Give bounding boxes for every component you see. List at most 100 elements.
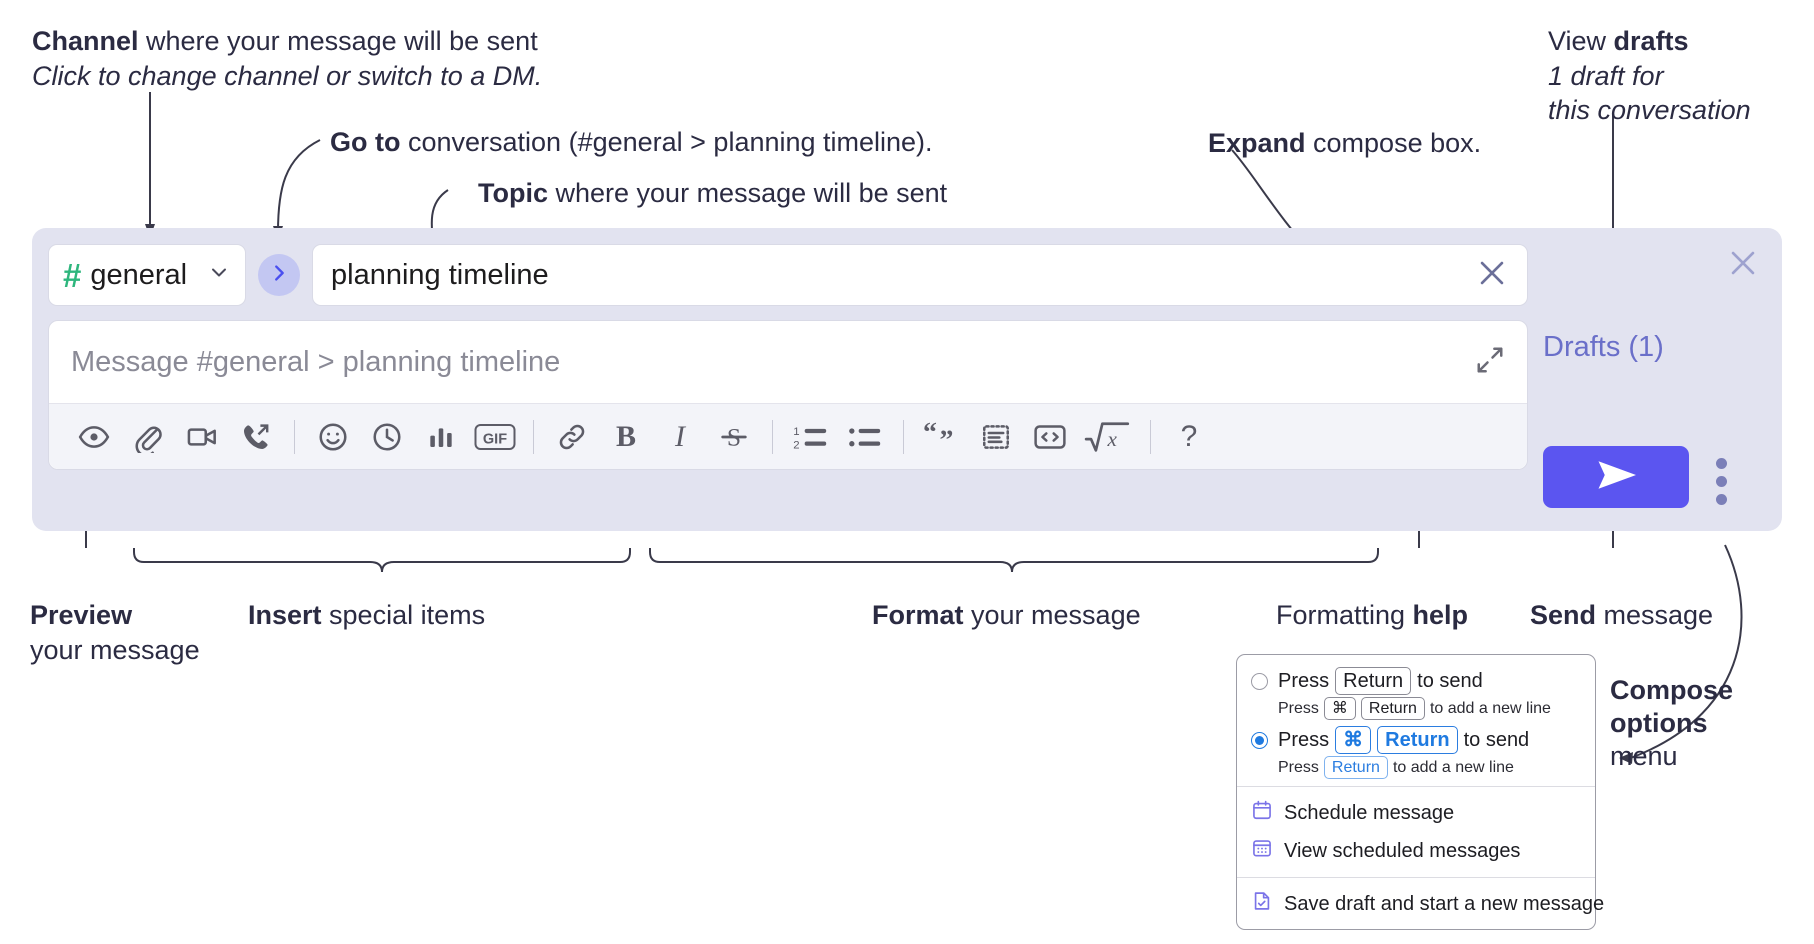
preview-button[interactable] — [67, 410, 121, 464]
expand-compose-button[interactable] — [1475, 345, 1505, 380]
message-input[interactable]: Message #general > planning timeline — [49, 321, 1527, 403]
annotation-compose-options: Compose options menu — [1610, 674, 1733, 773]
annotation-preview-bold: Preview — [30, 600, 133, 630]
strikethrough-button[interactable]: S — [707, 410, 761, 464]
annotation-formatting-help-rest: Formatting — [1276, 600, 1413, 630]
menu-item-view-scheduled-messages-label: View scheduled messages — [1284, 839, 1521, 862]
opt1-suffix: to send — [1417, 669, 1483, 692]
annotation-format-bold: Format — [872, 600, 964, 630]
separator-2 — [533, 419, 534, 454]
blockquote-button[interactable]: “” — [915, 410, 969, 464]
annotation-format: Format your message — [872, 598, 1141, 633]
annotation-expand: Expand compose box. — [1208, 126, 1481, 161]
compose-panel: # general planning timeline Messag — [32, 228, 1782, 531]
opt2-prefix: Press — [1278, 728, 1330, 751]
reminder-button[interactable] — [360, 410, 414, 464]
opt2-sub-prefix: Press — [1278, 758, 1319, 776]
record-audio-button[interactable] — [229, 410, 283, 464]
opt1-sub-suffix: to add a new line — [1429, 699, 1551, 717]
poll-button[interactable] — [414, 410, 468, 464]
annotation-topic-bold: Topic — [478, 178, 548, 208]
annotation-compose-options-bold2: options — [1610, 707, 1708, 738]
annotation-expand-rest: compose box. — [1305, 128, 1482, 158]
question-mark-icon: ? — [1180, 419, 1198, 453]
drafts-link[interactable]: Drafts (1) — [1543, 331, 1664, 363]
attach-file-button[interactable] — [121, 410, 175, 464]
separator-5 — [1150, 419, 1151, 454]
italic-button[interactable]: I — [653, 410, 707, 464]
separator-1 — [294, 419, 295, 454]
overflow-dot-1 — [1716, 458, 1727, 469]
chevron-right-icon — [268, 260, 290, 291]
record-video-button[interactable] — [175, 410, 229, 464]
annotation-preview-line2: your message — [30, 634, 200, 665]
annotation-drafts-bold: drafts — [1613, 26, 1689, 56]
link-button[interactable] — [545, 410, 599, 464]
annotation-expand-bold: Expand — [1208, 128, 1306, 158]
italic-icon: I — [675, 419, 685, 453]
send-option-return-sub: Press ⌘ Return to add a new line — [1237, 697, 1595, 721]
annotation-send: Send message — [1530, 598, 1713, 633]
annotation-topic-rest: where your message will be sent — [548, 178, 948, 208]
channel-selector[interactable]: # general — [48, 244, 246, 306]
menu-item-view-scheduled-messages[interactable]: View scheduled messages — [1237, 832, 1595, 870]
formatting-toolbar: GIF B I S — [49, 403, 1527, 469]
code-inline-button[interactable] — [1023, 410, 1077, 464]
send-paper-plane-icon — [1591, 455, 1641, 500]
send-option-cmd-return[interactable]: Press ⌘ Return to send — [1237, 723, 1595, 757]
menu-item-schedule-message[interactable]: Schedule message — [1237, 794, 1595, 832]
annotation-preview: Preview your message — [30, 598, 200, 667]
gif-button[interactable]: GIF — [468, 410, 522, 464]
goto-conversation-button[interactable] — [258, 254, 300, 296]
send-option-return-label: Press Return to send — [1278, 667, 1483, 695]
annotation-topic: Topic where your message will be sent — [478, 176, 947, 211]
menu-item-save-draft-label: Save draft and start a new message — [1284, 892, 1605, 915]
annotation-channel-bold: Channel — [32, 26, 139, 56]
radio-return[interactable] — [1251, 672, 1268, 690]
separator-3 — [772, 419, 773, 454]
hash-icon: # — [63, 256, 82, 294]
formatting-help-button[interactable]: ? — [1162, 410, 1216, 464]
opt1-sub-key-cmd: ⌘ — [1323, 697, 1356, 721]
bold-icon: B — [615, 419, 636, 453]
overflow-dot-2 — [1716, 476, 1727, 487]
panel-close-button[interactable] — [1726, 246, 1760, 285]
radio-cmd-return[interactable] — [1251, 731, 1268, 749]
annotation-send-bold: Send — [1530, 600, 1597, 630]
send-option-cmd-return-label: Press ⌘ Return to send — [1278, 726, 1529, 755]
annotation-insert-rest: special items — [321, 600, 486, 630]
opt2-sub-key-return: Return — [1323, 756, 1388, 780]
menu-divider-2 — [1237, 877, 1595, 879]
svg-text:“: “ — [923, 421, 937, 448]
separator-4 — [903, 419, 904, 454]
annotation-goto-rest: conversation (#general > planning timeli… — [400, 127, 933, 157]
annotation-compose-options-bold1: Compose — [1610, 675, 1734, 705]
opt2-sub-suffix: to add a new line — [1392, 758, 1514, 776]
opt2-key-cmd: ⌘ — [1335, 726, 1372, 755]
annotation-insert: Insert special items — [248, 598, 485, 633]
menu-divider-1 — [1237, 786, 1595, 788]
opt1-sub-key-return: Return — [1360, 697, 1425, 721]
compose-options-button[interactable] — [1716, 458, 1727, 505]
bulleted-list-button[interactable] — [838, 410, 892, 464]
emoji-button[interactable] — [306, 410, 360, 464]
menu-item-schedule-message-label: Schedule message — [1284, 801, 1455, 824]
compose-header-row: # general planning timeline — [48, 242, 1528, 308]
opt1-prefix: Press — [1278, 669, 1330, 692]
opt1-key-return: Return — [1335, 667, 1412, 695]
svg-text:1: 1 — [793, 426, 799, 438]
opt2-key-return: Return — [1377, 726, 1458, 755]
menu-item-save-draft[interactable]: Save draft and start a new message — [1237, 885, 1604, 923]
code-block-button[interactable] — [969, 410, 1023, 464]
annotation-goto: Go to conversation (#general > planning … — [330, 125, 933, 160]
chevron-down-icon — [207, 260, 231, 290]
topic-clear-button[interactable] — [1475, 256, 1509, 295]
send-button[interactable] — [1543, 446, 1689, 508]
topic-input[interactable]: planning timeline — [312, 244, 1528, 306]
send-option-return[interactable]: Press Return to send — [1237, 664, 1595, 698]
math-button[interactable]: x — [1077, 410, 1139, 464]
annotation-channel: Channel where your message will be sent … — [32, 24, 542, 93]
bold-button[interactable]: B — [599, 410, 653, 464]
annotation-formatting-help: Formatting help — [1276, 598, 1468, 633]
